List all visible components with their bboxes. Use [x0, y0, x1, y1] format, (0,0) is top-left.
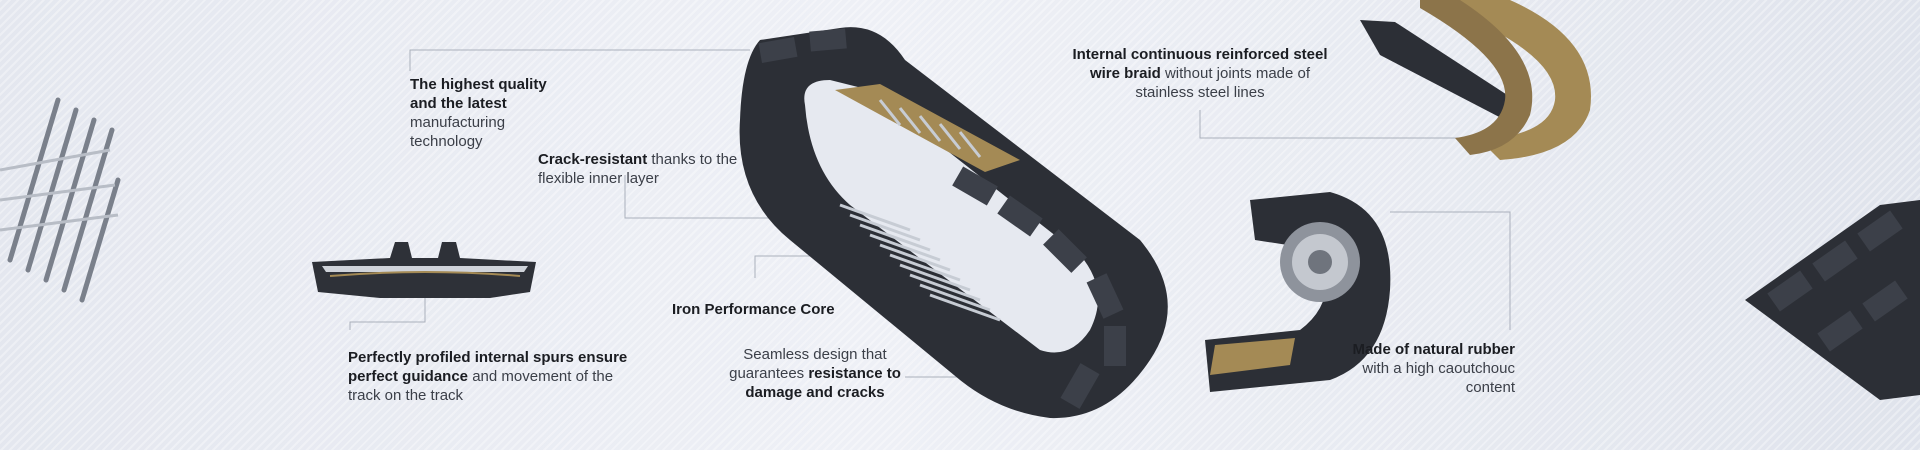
callout-crack-text: thanks to the flexible inner layer [538, 151, 738, 187]
callout-rubber-bold: Made of natural rubber [1352, 341, 1515, 358]
callout-quality: The highest quality and the latest manuf… [410, 75, 570, 151]
callout-rubber: Made of natural rubber with a high caout… [1335, 340, 1515, 397]
callout-crack: Crack-resistant thanks to the flexible i… [538, 150, 758, 188]
callout-core-bold: Iron Performance Core [672, 301, 835, 318]
callout-quality-bold: The highest quality and the latest [410, 76, 547, 112]
callout-quality-text: manufacturing technology [410, 114, 506, 150]
callout-spurs: Perfectly profiled internal spurs ensure… [348, 348, 648, 405]
callout-braid-bold: Internal continuous reinforced steel wir… [1072, 46, 1328, 82]
callout-spurs-text: and movement of the track on the track [348, 368, 614, 404]
callout-braid: Internal continuous reinforced steel wir… [1060, 45, 1340, 102]
callout-spurs-bold: Perfectly profiled internal spurs ensure… [348, 349, 628, 385]
callout-seamless: Seamless design that guarantees resistan… [715, 345, 915, 402]
callout-braid-text: without joints made of stainless steel l… [1135, 65, 1311, 101]
callout-crack-bold: Crack-resistant [538, 151, 648, 168]
callout-rubber-text: with a high caoutchouc content [1362, 360, 1515, 396]
callout-seamless-text: Seamless design that guarantees [729, 346, 887, 382]
callout-seamless-bold: resistance to damage and cracks [745, 365, 901, 401]
callout-core: Iron Performance Core [672, 300, 872, 319]
